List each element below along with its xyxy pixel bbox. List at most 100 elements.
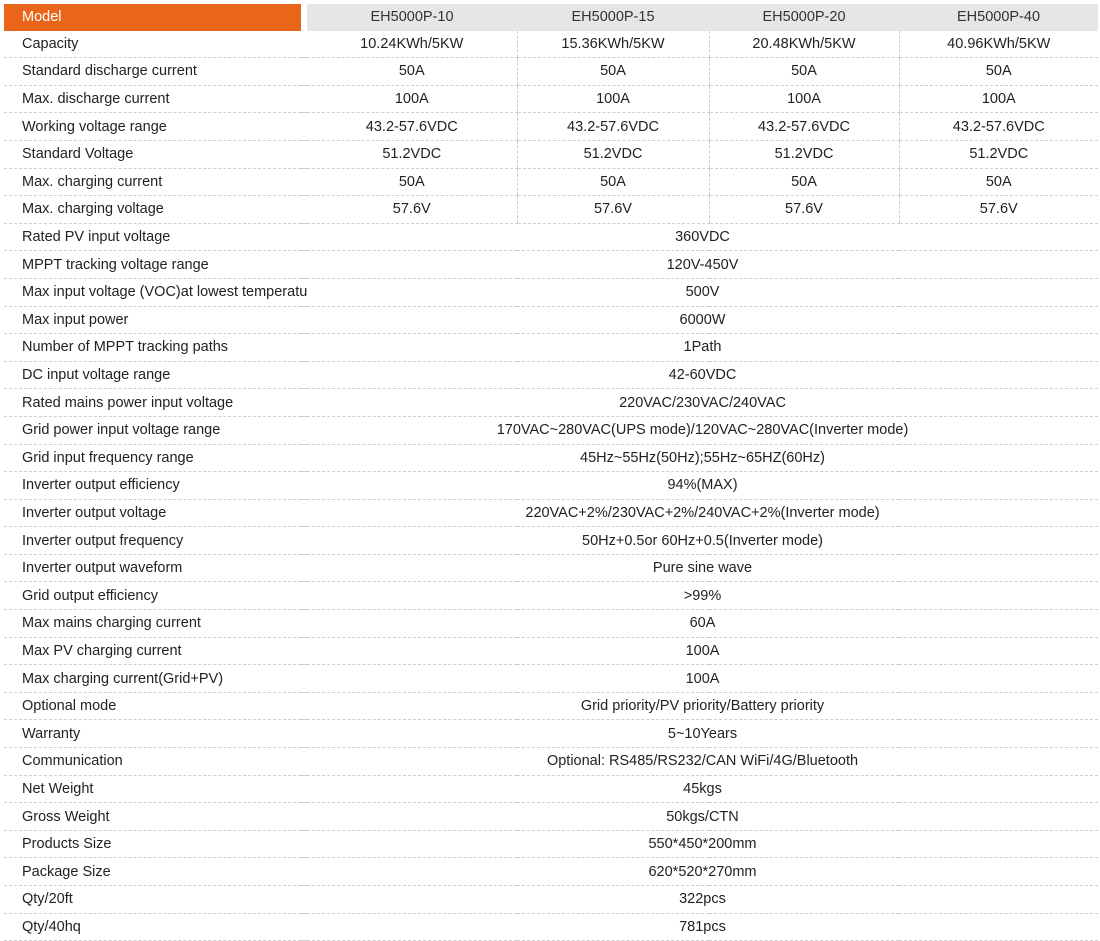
spec-value: 57.6V [516, 195, 709, 224]
spec-label: Inverter output voltage [4, 499, 307, 528]
spec-value: 170VAC~280VAC(UPS mode)/120VAC~280VAC(In… [307, 416, 1098, 445]
spec-value: Grid priority/PV priority/Battery priori… [307, 692, 1098, 721]
spec-value: 100A [307, 637, 1098, 666]
spec-value: 322pcs [307, 885, 1098, 914]
spec-value: 50kgs/CTN [307, 802, 1098, 831]
spec-label: Communication [4, 747, 307, 776]
spec-value: 42-60VDC [307, 361, 1098, 390]
spec-label: Max charging current(Grid+PV) [4, 664, 307, 693]
spec-value: 51.2VDC [708, 140, 899, 169]
spec-label: Rated PV input voltage [4, 223, 307, 252]
spec-label: Package Size [4, 857, 307, 886]
spec-value: 51.2VDC [516, 140, 709, 169]
spec-value: 57.6V [708, 195, 899, 224]
spec-value: 50A [708, 168, 899, 197]
spec-label: Max. charging voltage [4, 195, 307, 224]
spec-row: Max input voltage (VOC)at lowest tempera… [4, 278, 1098, 307]
spec-label: Capacity [4, 30, 307, 59]
spec-value: 220VAC/230VAC/240VAC [307, 388, 1098, 417]
spec-value: 100A [307, 85, 517, 114]
model-header-cell: Model [4, 4, 301, 31]
spec-value: Pure sine wave [307, 554, 1098, 583]
spec-label: Products Size [4, 830, 307, 859]
spec-label: Inverter output waveform [4, 554, 307, 583]
spec-value: 60A [307, 609, 1098, 638]
spec-label: DC input voltage range [4, 361, 307, 390]
spec-value: 5~10Years [307, 719, 1098, 749]
spec-value: 360VDC [307, 223, 1098, 252]
model-column-header: EH5000P-40 [899, 4, 1098, 31]
spec-value: 50A [307, 168, 517, 197]
spec-table: Model EH5000P-10 EH5000P-15 EH5000P-20 E… [4, 4, 1098, 941]
spec-value: 43.2-57.6VDC [708, 112, 899, 141]
spec-label: Optional mode [4, 692, 307, 721]
spec-value: 550*450*200mm [307, 830, 1098, 859]
spec-label: Max. discharge current [4, 85, 307, 114]
spec-row: Grid output efficiency>99% [4, 581, 1098, 611]
spec-value: 500V [307, 278, 1098, 307]
header-spacer [301, 4, 307, 31]
spec-value: 100A [307, 664, 1098, 693]
spec-value: 620*520*270mm [307, 857, 1098, 886]
model-column-header: EH5000P-10 [307, 4, 517, 31]
spec-label: Working voltage range [4, 112, 307, 141]
spec-label: Number of MPPT tracking paths [4, 333, 307, 362]
spec-value: 57.6V [307, 195, 517, 224]
spec-label: Max input power [4, 306, 307, 335]
spec-label: Standard discharge current [4, 57, 307, 86]
spec-value: 100A [708, 85, 899, 114]
spec-label: Qty/40hq [4, 913, 307, 941]
spec-value: Optional: RS485/RS232/CAN WiFi/4G/Blueto… [307, 747, 1098, 776]
spec-value: 100A [898, 85, 1098, 114]
spec-value: 94%(MAX) [307, 471, 1098, 500]
spec-label: Net Weight [4, 775, 307, 804]
spec-value: 43.2-57.6VDC [307, 112, 517, 141]
spec-value: 43.2-57.6VDC [516, 112, 709, 141]
spec-value: 100A [516, 85, 709, 114]
spec-label: Rated mains power input voltage [4, 388, 307, 417]
spec-label: Grid input frequency range [4, 444, 307, 473]
spec-value: 20.48KWh/5KW [708, 30, 899, 59]
spec-value: 45Hz~55Hz(50Hz);55Hz~65HZ(60Hz) [307, 444, 1098, 473]
spec-label: Inverter output efficiency [4, 471, 307, 500]
spec-value: 50A [708, 57, 899, 86]
spec-label: Grid output efficiency [4, 581, 307, 611]
spec-value: 45kgs [307, 775, 1098, 804]
spec-label: Inverter output frequency [4, 526, 307, 555]
spec-label: Grid power input voltage range [4, 416, 307, 445]
spec-label: Max mains charging current [4, 609, 307, 638]
spec-label: Max PV charging current [4, 637, 307, 666]
spec-value: 40.96KWh/5KW [898, 30, 1098, 59]
spec-value: >99% [307, 581, 1098, 611]
spec-value: 50Hz+0.5or 60Hz+0.5(Inverter mode) [307, 526, 1098, 555]
header-row: Model EH5000P-10 EH5000P-15 EH5000P-20 E… [4, 4, 1098, 31]
spec-value: 50A [898, 168, 1098, 197]
spec-value: 15.36KWh/5KW [516, 30, 709, 59]
